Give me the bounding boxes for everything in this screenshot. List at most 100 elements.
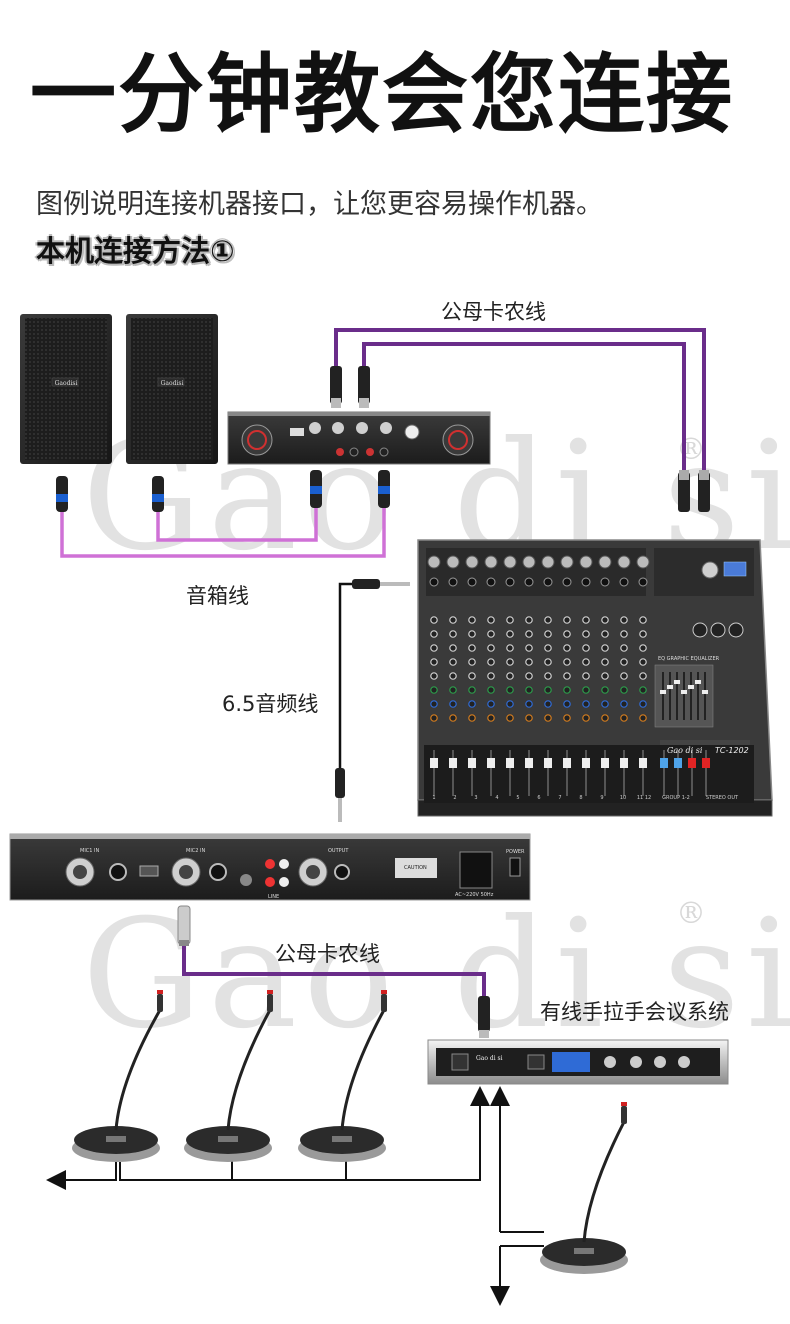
mixer-knob	[620, 686, 628, 694]
mixer-knob	[525, 644, 533, 652]
mixer-eq-track	[683, 672, 685, 720]
mixer-knob	[563, 686, 571, 694]
mixer-knob	[449, 616, 457, 624]
gooseneck-microphone	[184, 990, 273, 1162]
mixer-knob	[525, 700, 533, 708]
fader-label: 10	[620, 795, 626, 801]
watermark-lower-registered: ®	[676, 896, 706, 931]
mixer-eq-track	[662, 672, 664, 720]
mixer-knob	[430, 630, 438, 638]
mixer-knob	[449, 644, 457, 652]
mixer-knob	[506, 714, 514, 722]
gooseneck-microphone	[72, 990, 163, 1162]
xlr-female-icon	[698, 470, 710, 512]
mixer-jack-input	[505, 577, 515, 587]
mixer-jack-input	[581, 577, 591, 587]
fader-label: 12	[645, 795, 651, 801]
mixer-knob	[544, 714, 552, 722]
mixer-knob	[506, 672, 514, 680]
mixer-master-knob	[728, 622, 744, 638]
mixer-knob	[468, 616, 476, 624]
mixer-fader-cap	[563, 758, 571, 768]
section-heading: 本机连接方法①	[36, 234, 235, 268]
mixer-eq-track	[704, 672, 706, 720]
xlr-male-icon	[358, 366, 370, 408]
mixer-knob	[487, 644, 495, 652]
mixer-knob	[468, 658, 476, 666]
speaker-left-badge: Gaodisi	[55, 380, 78, 387]
feedback-suppressor	[9, 833, 531, 901]
mixer-fader-cap	[468, 758, 476, 768]
mixer-knob	[430, 616, 438, 624]
mixer-fader-track	[691, 750, 693, 796]
fbs-label: LINE	[268, 894, 279, 900]
mixer-eq-cap	[688, 685, 694, 689]
mixer-knob	[582, 644, 590, 652]
mixer-knob	[506, 700, 514, 708]
mixer-knob	[525, 714, 533, 722]
mixer-xlr-input	[446, 555, 460, 569]
mixer-eq-cap	[681, 690, 687, 694]
mixer-knob	[525, 658, 533, 666]
mixer-fader-cap	[620, 758, 628, 768]
mixer-knob	[449, 672, 457, 680]
speaker-right-badge: Gaodisi	[161, 380, 184, 387]
mixer-fader-track	[623, 750, 625, 796]
mixer-knob	[639, 686, 647, 694]
mixer-knob	[544, 658, 552, 666]
fader-label: 2	[453, 795, 456, 801]
xlr-female-icon	[678, 470, 690, 512]
mixer-knob	[563, 644, 571, 652]
mixer-fader-cap	[544, 758, 552, 768]
mixer-xlr-input	[503, 555, 517, 569]
mixer-knob	[639, 644, 647, 652]
mixer-eq-cap	[695, 680, 701, 684]
mixer-knob	[430, 714, 438, 722]
mixer-knob	[487, 686, 495, 694]
mixer-knob	[563, 616, 571, 624]
fbs-label: MIC1 IN	[80, 848, 100, 854]
mixer-xlr-input	[598, 555, 612, 569]
speakon-connector-icon	[378, 470, 390, 508]
mixer-fader-track	[547, 750, 549, 796]
mixer-knob	[449, 700, 457, 708]
mixer-fader-cap	[688, 758, 696, 768]
gooseneck-microphone	[540, 1102, 628, 1274]
mixer-knob	[582, 700, 590, 708]
chain-line	[232, 1160, 347, 1181]
watermark-upper-registered: ®	[676, 432, 706, 467]
mixer-fader-track	[642, 750, 644, 796]
fbs-label: POWER	[506, 849, 525, 855]
mixer-knob	[525, 630, 533, 638]
mixer-jack-input	[486, 577, 496, 587]
mixer-jack-input	[429, 577, 439, 587]
mixer-knob	[468, 630, 476, 638]
fader-label: 6	[537, 795, 540, 801]
fader-label: STEREO OUT	[706, 795, 739, 801]
fader-label: 11	[637, 795, 643, 801]
mixer-knob	[449, 658, 457, 666]
mixer-knob	[430, 658, 438, 666]
conference-host-brand: Gao di si	[476, 1055, 503, 1062]
mixer-knob	[582, 672, 590, 680]
mixer-knob	[601, 672, 609, 680]
mixer-knob	[563, 672, 571, 680]
mixer-knob	[620, 644, 628, 652]
mixer-eq-cap	[660, 690, 666, 694]
mixer-fader-cap	[487, 758, 495, 768]
fbs-label: AC~220V 50Hz	[455, 892, 494, 898]
mixer-knob	[639, 616, 647, 624]
mixer-knob	[601, 616, 609, 624]
xlr-cable-lower	[182, 944, 486, 996]
chain-line-to-host-a	[346, 1086, 490, 1181]
mixer-fader-track	[471, 750, 473, 796]
mixer-fader-cap	[525, 758, 533, 768]
mixer-knob	[620, 630, 628, 638]
mixer-xlr-input	[617, 555, 631, 569]
mixer-knob	[639, 630, 647, 638]
fader-label: GROUP 1-2	[662, 795, 690, 801]
mixer-fader-track	[705, 750, 707, 796]
mixer-knob	[601, 630, 609, 638]
